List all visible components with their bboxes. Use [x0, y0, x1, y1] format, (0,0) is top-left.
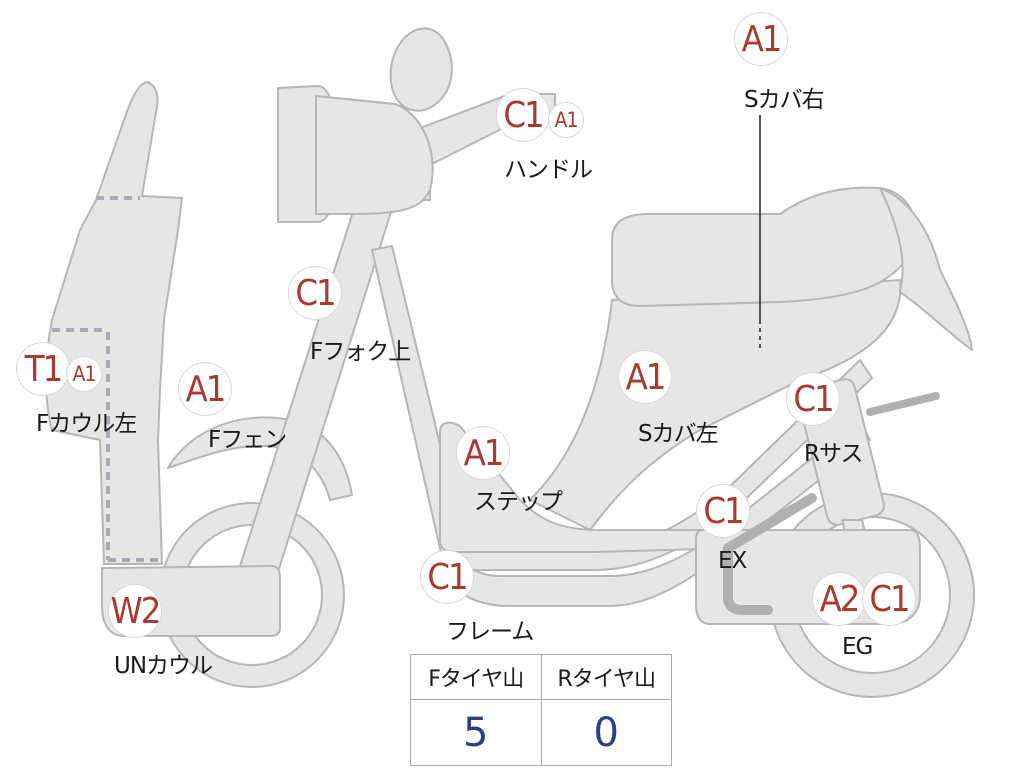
f-fork-upper-label: Fフォク上: [310, 339, 411, 365]
tail-shape: [879, 187, 973, 351]
under-cowl-grade-badge: W2: [108, 584, 162, 638]
windscreen-shape: [389, 27, 453, 112]
handle-sub-grade: A1: [554, 108, 579, 132]
headlight-housing-shape: [315, 95, 434, 215]
front-cowl-shape: [45, 80, 184, 565]
engine-sub-grade: C1: [869, 578, 910, 620]
f-fender-grade-badge: A1: [178, 362, 232, 416]
f-fender-label: Fフェン: [208, 427, 287, 453]
s-cover-right-grade: A1: [741, 18, 783, 60]
r-suspension-label: Rサス: [804, 441, 864, 467]
step-grade-badge: A1: [456, 426, 510, 480]
rear-tyre-value: 0: [540, 700, 672, 766]
f-fork-upper-grade: C1: [295, 272, 336, 314]
front-fork-shape: [239, 189, 397, 573]
s-cover-left-grade: A1: [625, 356, 667, 398]
s-cover-left-label: Sカバ左: [638, 421, 719, 447]
f-fender-grade: A1: [185, 368, 227, 410]
tyre-table-header-row: Fタイヤ山 Rタイヤ山: [411, 655, 671, 700]
f-cowl-left-grade-badge: T1: [16, 342, 70, 396]
engine-label: EG: [842, 634, 873, 660]
under-cowl-grade: W2: [110, 590, 162, 632]
rear-axle-bolt: [866, 392, 940, 416]
f-fork-upper-grade-badge: C1: [288, 266, 342, 320]
f-cowl-left-grade: T1: [24, 348, 63, 390]
handle-grade: C1: [503, 94, 544, 136]
step-grade: A1: [463, 432, 505, 474]
rear-tyre-header: Rタイヤ山: [540, 655, 672, 699]
f-cowl-left-label: Fカウル左: [36, 411, 137, 437]
side-cover-shape: [529, 279, 902, 531]
exhaust-grade-badge: C1: [696, 484, 750, 538]
s-cover-right-grade-badge: A1: [734, 12, 788, 66]
frame-grade-badge: C1: [420, 550, 474, 604]
tyre-tread-table: Fタイヤ山 Rタイヤ山 5 0: [410, 654, 672, 766]
front-tyre-header: Fタイヤ山: [428, 667, 524, 692]
frame-label: フレーム: [446, 619, 534, 645]
r-suspension-grade-badge: C1: [786, 372, 840, 426]
engine-grade: A2: [819, 578, 861, 620]
front-tyre-value: 5: [463, 710, 489, 756]
f-cowl-left-sub-grade: A1: [72, 362, 97, 386]
s-cover-right-label: Sカバ右: [744, 87, 825, 113]
handle-sub-grade-badge: A1: [548, 102, 584, 138]
frame-main-shape: [439, 419, 871, 607]
f-cowl-left-sub-grade-badge: A1: [66, 356, 102, 392]
step-label: ステップ: [474, 489, 563, 515]
r-suspension-grade: C1: [793, 378, 834, 420]
frame-grade: C1: [427, 556, 468, 598]
exhaust-pipe: [723, 493, 817, 615]
handle-grade-badge: C1: [496, 88, 550, 142]
engine-grade-badge: A2: [812, 572, 866, 626]
exhaust-label: EX: [718, 548, 747, 574]
engine-sub-grade-badge: C1: [862, 572, 916, 626]
handle-label: ハンドル: [504, 157, 593, 183]
tyre-table-value-row: 5 0: [411, 700, 671, 766]
exhaust-grade: C1: [703, 490, 744, 532]
under-cowl-label: UNカウル: [114, 653, 213, 679]
s-cover-left-grade-badge: A1: [618, 350, 672, 404]
